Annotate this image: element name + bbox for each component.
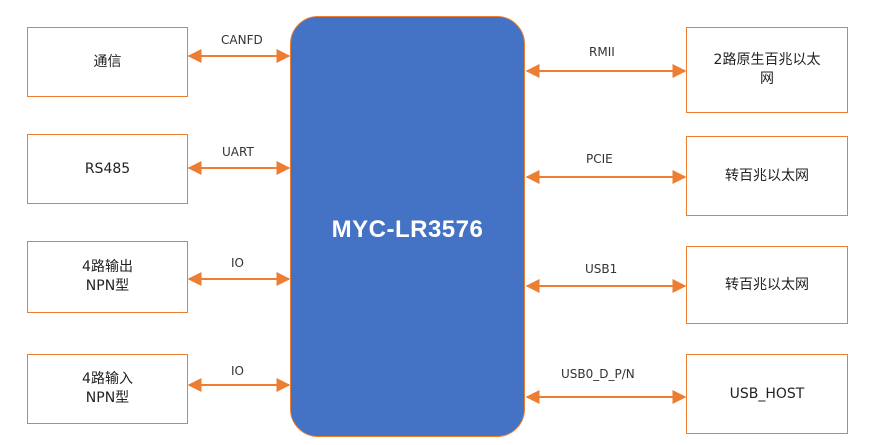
box-comm-label: 通信 <box>93 53 122 70</box>
box-ethernet-native-line1: 2路原生百兆以太 <box>713 52 821 69</box>
box-ethernet-native: 2路原生百兆以太 网 <box>686 27 848 113</box>
link-label-io-in: IO <box>231 364 244 378</box>
box-ethernet-pcie-label: 转百兆以太网 <box>725 167 809 184</box>
box-input-line1: 4路输入 <box>82 371 133 388</box>
box-ethernet-pcie: 转百兆以太网 <box>686 136 848 216</box>
module-title: MYC-LR3576 <box>331 215 484 243</box>
box-usb-host-label: USB_HOST <box>729 385 805 402</box>
link-label-usb0: USB0_D_P/N <box>561 367 635 381</box>
box-output-line2: NPN型 <box>85 278 130 294</box>
box-output: 4路输出 NPN型 <box>27 241 188 313</box>
box-ethernet-usb: 转百兆以太网 <box>686 246 848 324</box>
box-ethernet-usb-label: 转百兆以太网 <box>725 276 809 293</box>
box-rs485: RS485 <box>27 134 188 204</box>
link-label-rmii: RMII <box>589 45 615 59</box>
box-input: 4路输入 NPN型 <box>27 354 188 424</box>
link-label-pcie: PCIE <box>586 152 613 166</box>
box-comm: 通信 <box>27 27 188 97</box>
box-output-line1: 4路输出 <box>82 259 133 276</box>
box-input-line2: NPN型 <box>85 390 130 406</box>
link-label-uart: UART <box>222 145 254 159</box>
link-label-canfd: CANFD <box>221 33 263 47</box>
box-ethernet-native-line2: 网 <box>759 71 774 87</box>
link-label-usb1: USB1 <box>585 262 618 276</box>
module-block: MYC-LR3576 <box>290 16 525 437</box>
link-label-io-out: IO <box>231 256 244 270</box>
box-usb-host: USB_HOST <box>686 354 848 434</box>
box-rs485-label: RS485 <box>84 160 131 177</box>
